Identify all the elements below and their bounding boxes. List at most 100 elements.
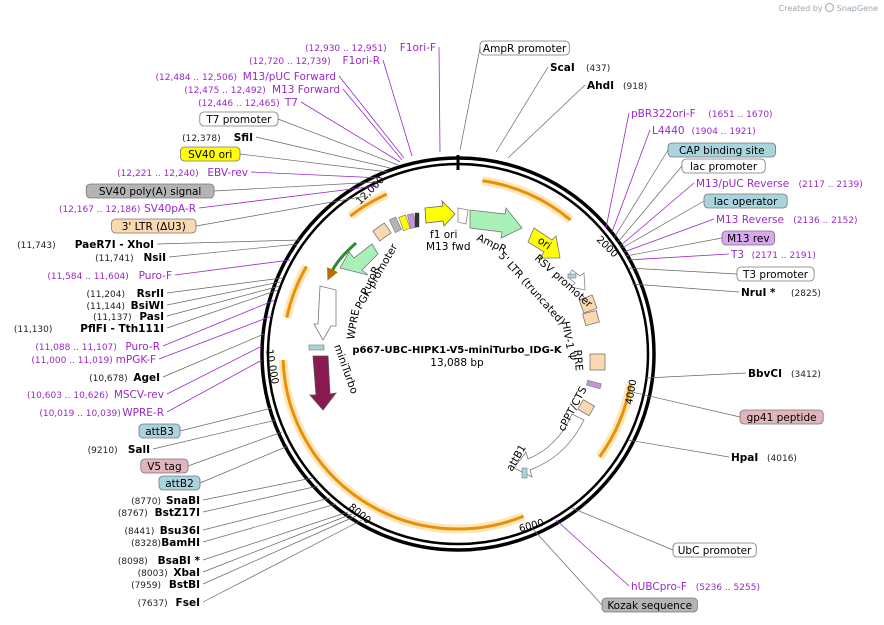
- primer-name: F1ori-F: [400, 42, 436, 54]
- right-label-18: hUBCpro-F(5236 .. 5255): [631, 581, 760, 593]
- site-pos: (8003): [138, 569, 168, 579]
- primer-range: (10,019 .. 10,039): [39, 409, 120, 419]
- primer-name: EBV-rev: [207, 167, 248, 179]
- primer-range: (5236 .. 5255): [696, 583, 760, 593]
- feature-badge: [736, 266, 815, 282]
- ampr-arrow: [469, 207, 523, 239]
- left-label-15: RsrII(11,204): [86, 288, 164, 300]
- rre-label: RRE: [571, 349, 585, 371]
- f1-ori-arrow: [424, 199, 456, 227]
- leader-line: [611, 129, 651, 233]
- primer-name: M13/pUC Forward: [243, 71, 336, 83]
- feature-badge-text: AmpR promoter: [483, 43, 567, 55]
- leader-line: [300, 101, 401, 163]
- leader-line: [255, 136, 391, 169]
- leader-line: [195, 195, 367, 227]
- tick-label-4: 10,000: [263, 349, 280, 385]
- left-label-14: Puro-F(11,584 .. 11,604): [47, 270, 172, 282]
- primer-range: (12,475 .. 12,492): [184, 86, 265, 96]
- right-label-7: M13/pUC Reverse(2117 .. 2139): [696, 178, 863, 190]
- left-label-33: XbaI(8003): [138, 567, 200, 579]
- left-label-21: AgeI(10,678): [89, 372, 160, 384]
- primer-range: (12,930 .. 12,951): [305, 44, 386, 54]
- orf-arc-2: [281, 360, 525, 531]
- cppt-box: [577, 399, 596, 417]
- left-label-30: Bsu36I(8441): [124, 525, 200, 537]
- snapgene-logo-icon: [825, 3, 835, 12]
- left-label-10: SV40pA-R(12,167 .. 12,186): [59, 203, 196, 215]
- site-pos: (918): [623, 82, 647, 92]
- site-name: SalI: [128, 444, 150, 456]
- leader-line: [202, 485, 319, 513]
- feature-badge-text: M13 rev: [727, 233, 770, 245]
- feature-badge: [672, 542, 757, 558]
- site-pos: (7637): [138, 599, 168, 609]
- leader-line: [199, 445, 289, 484]
- site-name: AhdI: [587, 80, 614, 92]
- leader-line: [338, 75, 405, 159]
- leader-line: [158, 315, 273, 360]
- feature-badge: [681, 158, 766, 174]
- leader-line: [619, 182, 695, 247]
- leader-line: [166, 281, 281, 306]
- feature-badge: [601, 597, 698, 613]
- right-label-10: M13 rev: [721, 230, 776, 246]
- left-label-9: SV40 poly(A) signal: [85, 183, 215, 199]
- leader-line: [166, 345, 263, 395]
- feature-badge-text: lac operator: [714, 196, 778, 208]
- leader-line: [162, 333, 265, 378]
- right-label-11: T3(2171 .. 2191): [730, 249, 816, 261]
- feature-badge: [703, 193, 788, 209]
- primer-name: MSCV-rev: [114, 389, 164, 401]
- feature-badge: [140, 458, 189, 474]
- site-pos: (8328): [131, 539, 161, 549]
- sv40-polya-block: [388, 216, 402, 234]
- orf-arc-4: [349, 192, 388, 218]
- right-label-1: ScaI(437): [550, 62, 610, 74]
- site-pos: (9210): [88, 446, 118, 456]
- primer-name: SV40pA-R: [144, 203, 196, 215]
- primer-range: (11,088 .. 11,107): [35, 343, 116, 353]
- site-name: ScaI: [550, 62, 575, 74]
- right-label-13: NruI *(2825): [741, 287, 821, 299]
- left-label-2: M13/pUC Forward(12,484 .. 12,506): [156, 71, 336, 83]
- right-label-3: pBR322ori-F(1651 .. 1670): [631, 108, 773, 120]
- primer-name: T7: [284, 97, 298, 109]
- tick-label-1: 4000: [624, 379, 639, 406]
- leader-line: [202, 503, 337, 543]
- feature-badge: [739, 409, 824, 425]
- primer-range: (12,446 .. 12,465): [198, 99, 279, 109]
- leader-line: [202, 515, 357, 585]
- site-pos: (3412): [791, 370, 821, 380]
- site-name: PasI: [139, 311, 164, 323]
- feature-badge: [721, 230, 776, 246]
- right-label-9: M13 Reverse(2136 .. 2152): [716, 214, 858, 226]
- leader-line: [277, 118, 399, 166]
- left-label-0: F1ori-F (12,930 .. 12,951): [305, 42, 436, 54]
- leader-line: [627, 253, 730, 261]
- site-pos: (11,204): [86, 290, 125, 300]
- site-pos: (2825): [791, 289, 821, 299]
- plasmid-name: p667-UBC-HIPK1-V5-miniTurbo_IDG-K: [352, 345, 563, 356]
- leader-line: [495, 66, 549, 153]
- right-label-2: AhdI (918): [587, 80, 647, 92]
- 3-ltr-box: [372, 222, 392, 242]
- left-label-18: PflFI - Tth111I(11,130): [14, 323, 164, 335]
- feature-badge-text: SV40 ori: [188, 149, 232, 161]
- leader-line: [166, 359, 263, 413]
- primer-range: (2171 .. 2191): [752, 251, 816, 261]
- feature-badge-text: SV40 poly(A) signal: [99, 186, 202, 198]
- leader-line: [621, 200, 705, 249]
- leader-line: [613, 149, 669, 239]
- left-label-19: Puro-R(11,088 .. 11,107): [35, 341, 160, 353]
- left-label-6: SfiI(12,378): [182, 132, 253, 144]
- feature-badge: [199, 111, 279, 127]
- leader-line: [202, 497, 331, 531]
- feature-badge: [667, 142, 776, 158]
- leader-line: [507, 84, 586, 159]
- feature-badge-text: 3' LTR (ΔU3): [122, 221, 186, 233]
- leader-line: [168, 243, 299, 258]
- feature-badge-text: T3 promoter: [742, 269, 809, 281]
- site-name: BbvCI: [748, 368, 782, 380]
